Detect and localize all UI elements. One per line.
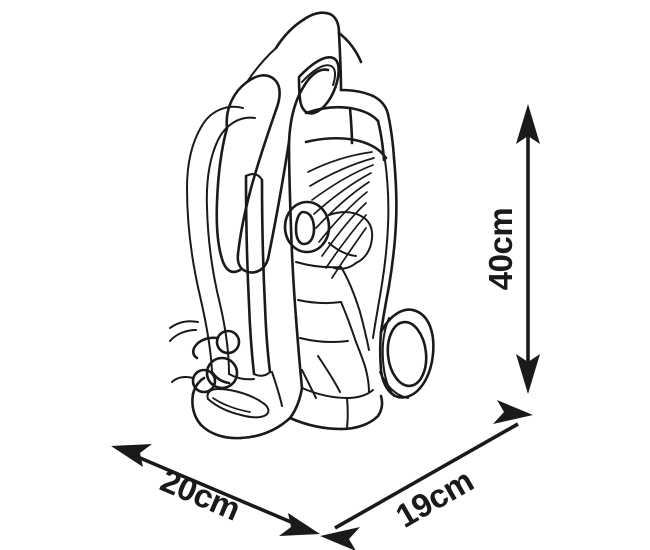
lance-holder xyxy=(210,173,272,385)
wheel xyxy=(378,308,435,399)
height-dimension-label: 40cm xyxy=(482,208,519,290)
body-panel-lines xyxy=(295,261,370,351)
base-platform xyxy=(191,376,384,440)
height-arrow-head-top xyxy=(516,104,540,144)
dimension-width-19cm: 19cm xyxy=(320,400,533,550)
width-arrow-head-right xyxy=(493,400,533,424)
hose-loop xyxy=(186,105,256,375)
dimension-height-40cm: 40cm xyxy=(482,104,540,394)
depth-dimension-line xyxy=(125,450,306,530)
height-arrow-head-bottom xyxy=(516,354,540,394)
gauge-port xyxy=(283,200,374,270)
depth-dimension-label: 20cm xyxy=(155,461,245,527)
depth-arrow-head-right xyxy=(279,513,320,536)
product-drawing-pressure-washer xyxy=(169,11,435,440)
width-arrow-head-left xyxy=(320,527,360,550)
depth-arrow-head-left xyxy=(111,444,152,467)
top-handle xyxy=(274,11,363,144)
width-dimension-line xyxy=(334,422,519,530)
main-body xyxy=(287,88,398,390)
trigger-gun xyxy=(215,47,291,274)
dimension-depth-20cm: 20cm xyxy=(111,444,320,536)
body-vent-lines xyxy=(307,151,375,279)
lower-body-details xyxy=(271,341,370,407)
hose-fittings xyxy=(169,320,241,394)
